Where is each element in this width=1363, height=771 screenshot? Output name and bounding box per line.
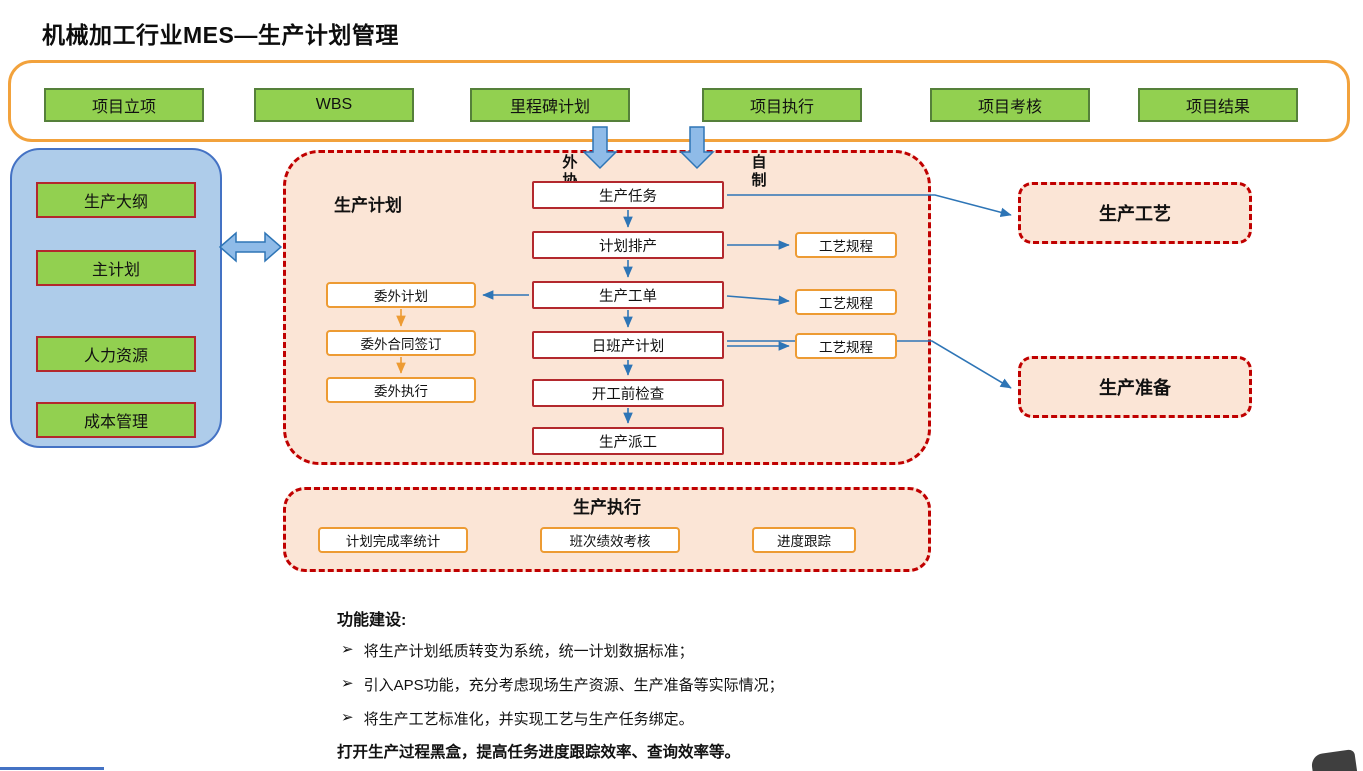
process-spec-box-3: 工艺规程	[795, 333, 897, 359]
bottom-blue-strip	[0, 767, 104, 770]
production-plan-title: 生产计划	[334, 196, 402, 215]
top-item-wbs: WBS	[254, 88, 414, 122]
production-process-panel: 生产工艺	[1018, 182, 1252, 244]
flow-daily-shift-plan: 日班产计划	[532, 331, 724, 359]
production-execution-title: 生产执行	[573, 498, 641, 517]
exec-completion-stats-box: 计划完成率统计	[318, 527, 468, 553]
note-bullet-text: 将生产计划纸质转变为系统，统一计划数据标准；	[363, 643, 694, 660]
top-item-milestone-plan: 里程碑计划	[470, 88, 630, 122]
bullet-arrow-icon: ➢	[341, 709, 354, 726]
left-item-master-plan: 主计划	[36, 250, 196, 286]
top-item-project-initiation: 项目立项	[44, 88, 204, 122]
top-item-project-assessment: 项目考核	[930, 88, 1090, 122]
top-item-project-result: 项目结果	[1138, 88, 1298, 122]
bullet-arrow-icon: ➢	[341, 641, 354, 658]
notes-heading: 功能建设:	[337, 612, 407, 629]
project-frame	[8, 60, 1350, 142]
left-item-cost-management: 成本管理	[36, 402, 196, 438]
page-title: 机械加工行业MES—生产计划管理	[42, 22, 399, 48]
notes-footer: 打开生产过程黑盒，提高任务进度跟踪效率、查询效率等。	[337, 744, 741, 761]
inhouse-label: 自 制	[751, 154, 767, 189]
outsource-execution-box: 委外执行	[326, 377, 476, 403]
double-arrow-icon	[218, 231, 283, 263]
note-bullet-3: ➢ 将生产工艺标准化，并实现工艺与生产任务绑定。	[341, 708, 694, 729]
corner-logo	[1310, 749, 1358, 771]
flow-plan-scheduling: 计划排产	[532, 231, 724, 259]
outsource-plan-box: 委外计划	[326, 282, 476, 308]
process-spec-box-2: 工艺规程	[795, 289, 897, 315]
left-item-production-outline: 生产大纲	[36, 182, 196, 218]
production-preparation-panel: 生产准备	[1018, 356, 1252, 418]
note-bullet-2: ➢ 引入APS功能，充分考虑现场生产资源、生产准备等实际情况；	[341, 674, 784, 695]
exec-progress-tracking-box: 进度跟踪	[752, 527, 856, 553]
flow-prestart-check: 开工前检查	[532, 379, 724, 407]
top-item-project-execution: 项目执行	[702, 88, 862, 122]
left-item-human-resources: 人力资源	[36, 336, 196, 372]
flow-work-order: 生产工单	[532, 281, 724, 309]
note-bullet-1: ➢ 将生产计划纸质转变为系统，统一计划数据标准；	[341, 640, 694, 661]
note-bullet-text: 引入APS功能，充分考虑现场生产资源、生产准备等实际情况；	[363, 677, 784, 694]
bullet-arrow-icon: ➢	[341, 675, 354, 692]
exec-shift-kpi-box: 班次绩效考核	[540, 527, 680, 553]
outsource-contract-box: 委外合同签订	[326, 330, 476, 356]
flow-production-dispatch: 生产派工	[532, 427, 724, 455]
flow-production-task: 生产任务	[532, 181, 724, 209]
note-bullet-text: 将生产工艺标准化，并实现工艺与生产任务绑定。	[363, 711, 694, 728]
process-spec-box-1: 工艺规程	[795, 232, 897, 258]
